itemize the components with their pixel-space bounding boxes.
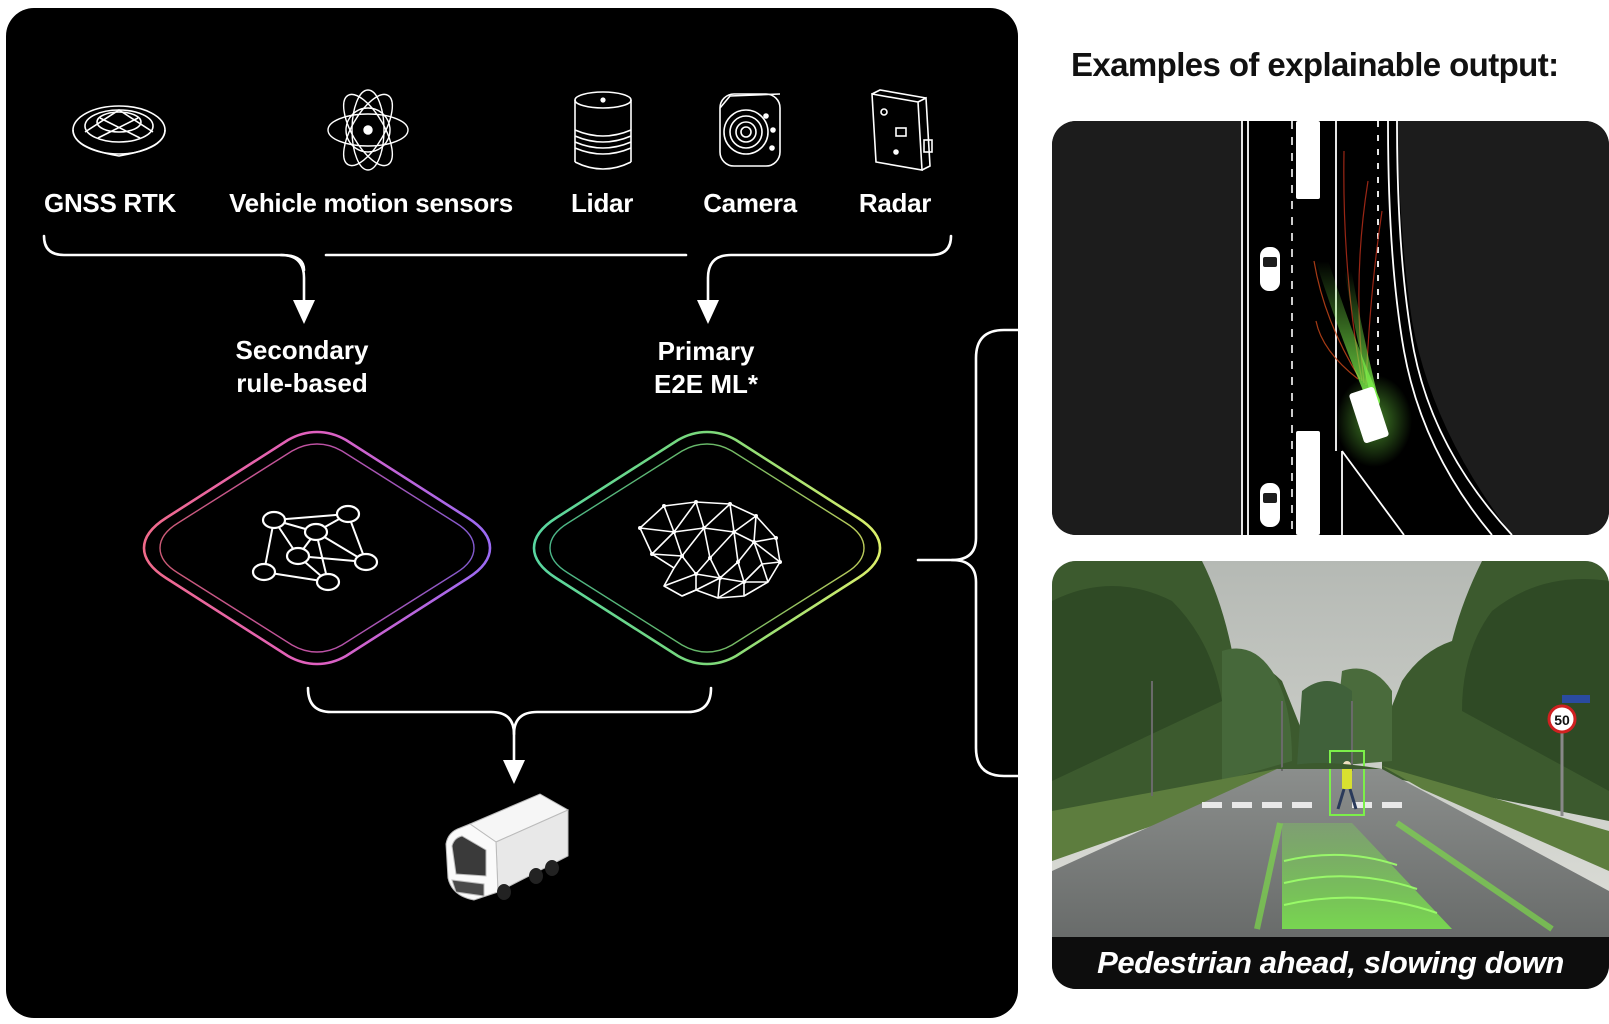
sensor-label-gnss: GNSS RTK <box>44 188 176 218</box>
flow-connectors <box>42 234 953 784</box>
output-connector <box>916 319 1050 787</box>
pedestrian-detection-card: 50 Pedestrian ahead, slowing down <box>1052 561 1609 989</box>
motion-sensor-icon <box>327 89 409 171</box>
speed-limit-sign: 50 <box>1554 712 1570 728</box>
street-scene-image: 50 <box>1052 561 1609 989</box>
sensor-label-camera: Camera <box>703 188 797 218</box>
pedestrian-bounding-box <box>1329 750 1365 816</box>
sensor-label-lidar: Lidar <box>570 188 634 218</box>
sensor-label-motion: Vehicle motion sensors <box>229 188 513 218</box>
primary-system-label: Primary E2E ML* <box>654 335 758 401</box>
secondary-label-line2: rule-based <box>236 368 368 398</box>
planning-map-card <box>1052 121 1609 535</box>
examples-heading: Examples of explainable output: <box>1071 46 1559 83</box>
rule-graph-icon <box>251 504 379 592</box>
primary-label-line1: Primary <box>657 336 755 366</box>
primary-label-line2: E2E ML* <box>653 369 759 399</box>
gnss-antenna-icon <box>72 105 166 157</box>
secondary-system-label: Secondary rule-based <box>236 334 369 400</box>
secondary-label-line1: Secondary <box>235 335 369 365</box>
trajectory-visualization <box>1052 121 1609 535</box>
explanation-caption: Pedestrian ahead, slowing down <box>1052 937 1609 989</box>
autonomous-truck-icon <box>445 793 570 901</box>
camera-icon <box>719 93 781 167</box>
radar-icon <box>871 89 933 171</box>
sensor-label-radar: Radar <box>858 188 932 218</box>
primary-e2e-ml-module <box>532 430 882 666</box>
lidar-icon <box>574 91 632 170</box>
secondary-rule-based-module <box>142 430 492 666</box>
neural-mesh-icon <box>638 500 782 599</box>
architecture-panel: GNSS RTK Vehicle motion sensors Lidar Ca… <box>6 8 1018 1018</box>
